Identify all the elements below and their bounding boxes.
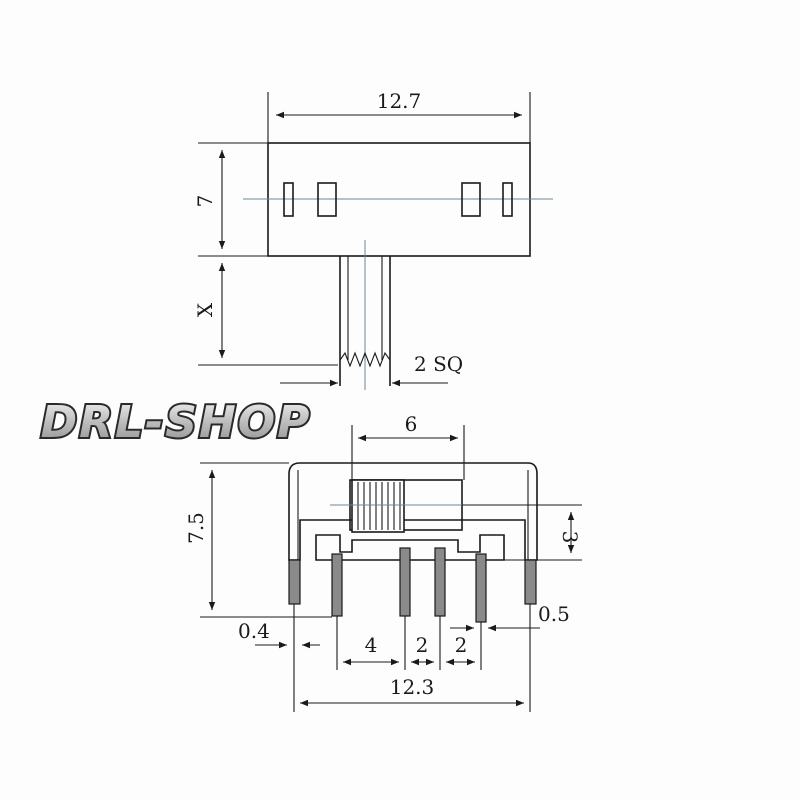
slot-right-wide [461, 182, 481, 217]
actuator-size-label: 2 SQ [414, 352, 463, 376]
pin-tab-left [288, 559, 301, 605]
watermark: DRL-SHOP [39, 395, 312, 450]
front-view: 6 7.5 3 0.4 0.5 4 2 2 [184, 412, 582, 712]
knob-ridges [357, 482, 401, 530]
actuator-width-label: 6 [405, 412, 418, 436]
pin-2 [399, 547, 411, 617]
height-label: 7 [193, 195, 217, 208]
pin-offset-label: 0.4 [238, 619, 270, 643]
total-width-label: 12.3 [390, 675, 435, 699]
pin-1 [331, 553, 343, 617]
pitch-b-label: 2 [416, 633, 429, 657]
front-height-label: 7.5 [184, 512, 208, 544]
break-line [339, 351, 391, 368]
watermark-text: DRL-SHOP [41, 397, 312, 448]
pitch-a-label: 4 [365, 633, 378, 657]
slot-left-wide [317, 182, 337, 217]
actuator-length-label: X [193, 302, 217, 317]
pin-3 [434, 547, 446, 617]
width-label: 12.7 [377, 89, 422, 113]
slider-knob [351, 479, 405, 533]
housing-outline [288, 462, 538, 561]
top-view: 12.7 7 X 2 SQ [193, 89, 553, 390]
slot-right-thin [502, 182, 513, 217]
pin-4 [475, 553, 487, 623]
slot-left-thin [283, 182, 294, 217]
pitch-c-label: 2 [455, 633, 468, 657]
pin-thickness-label: 0.5 [538, 602, 570, 626]
pin-tab-right [524, 559, 537, 605]
tab-height-label: 3 [558, 531, 582, 544]
